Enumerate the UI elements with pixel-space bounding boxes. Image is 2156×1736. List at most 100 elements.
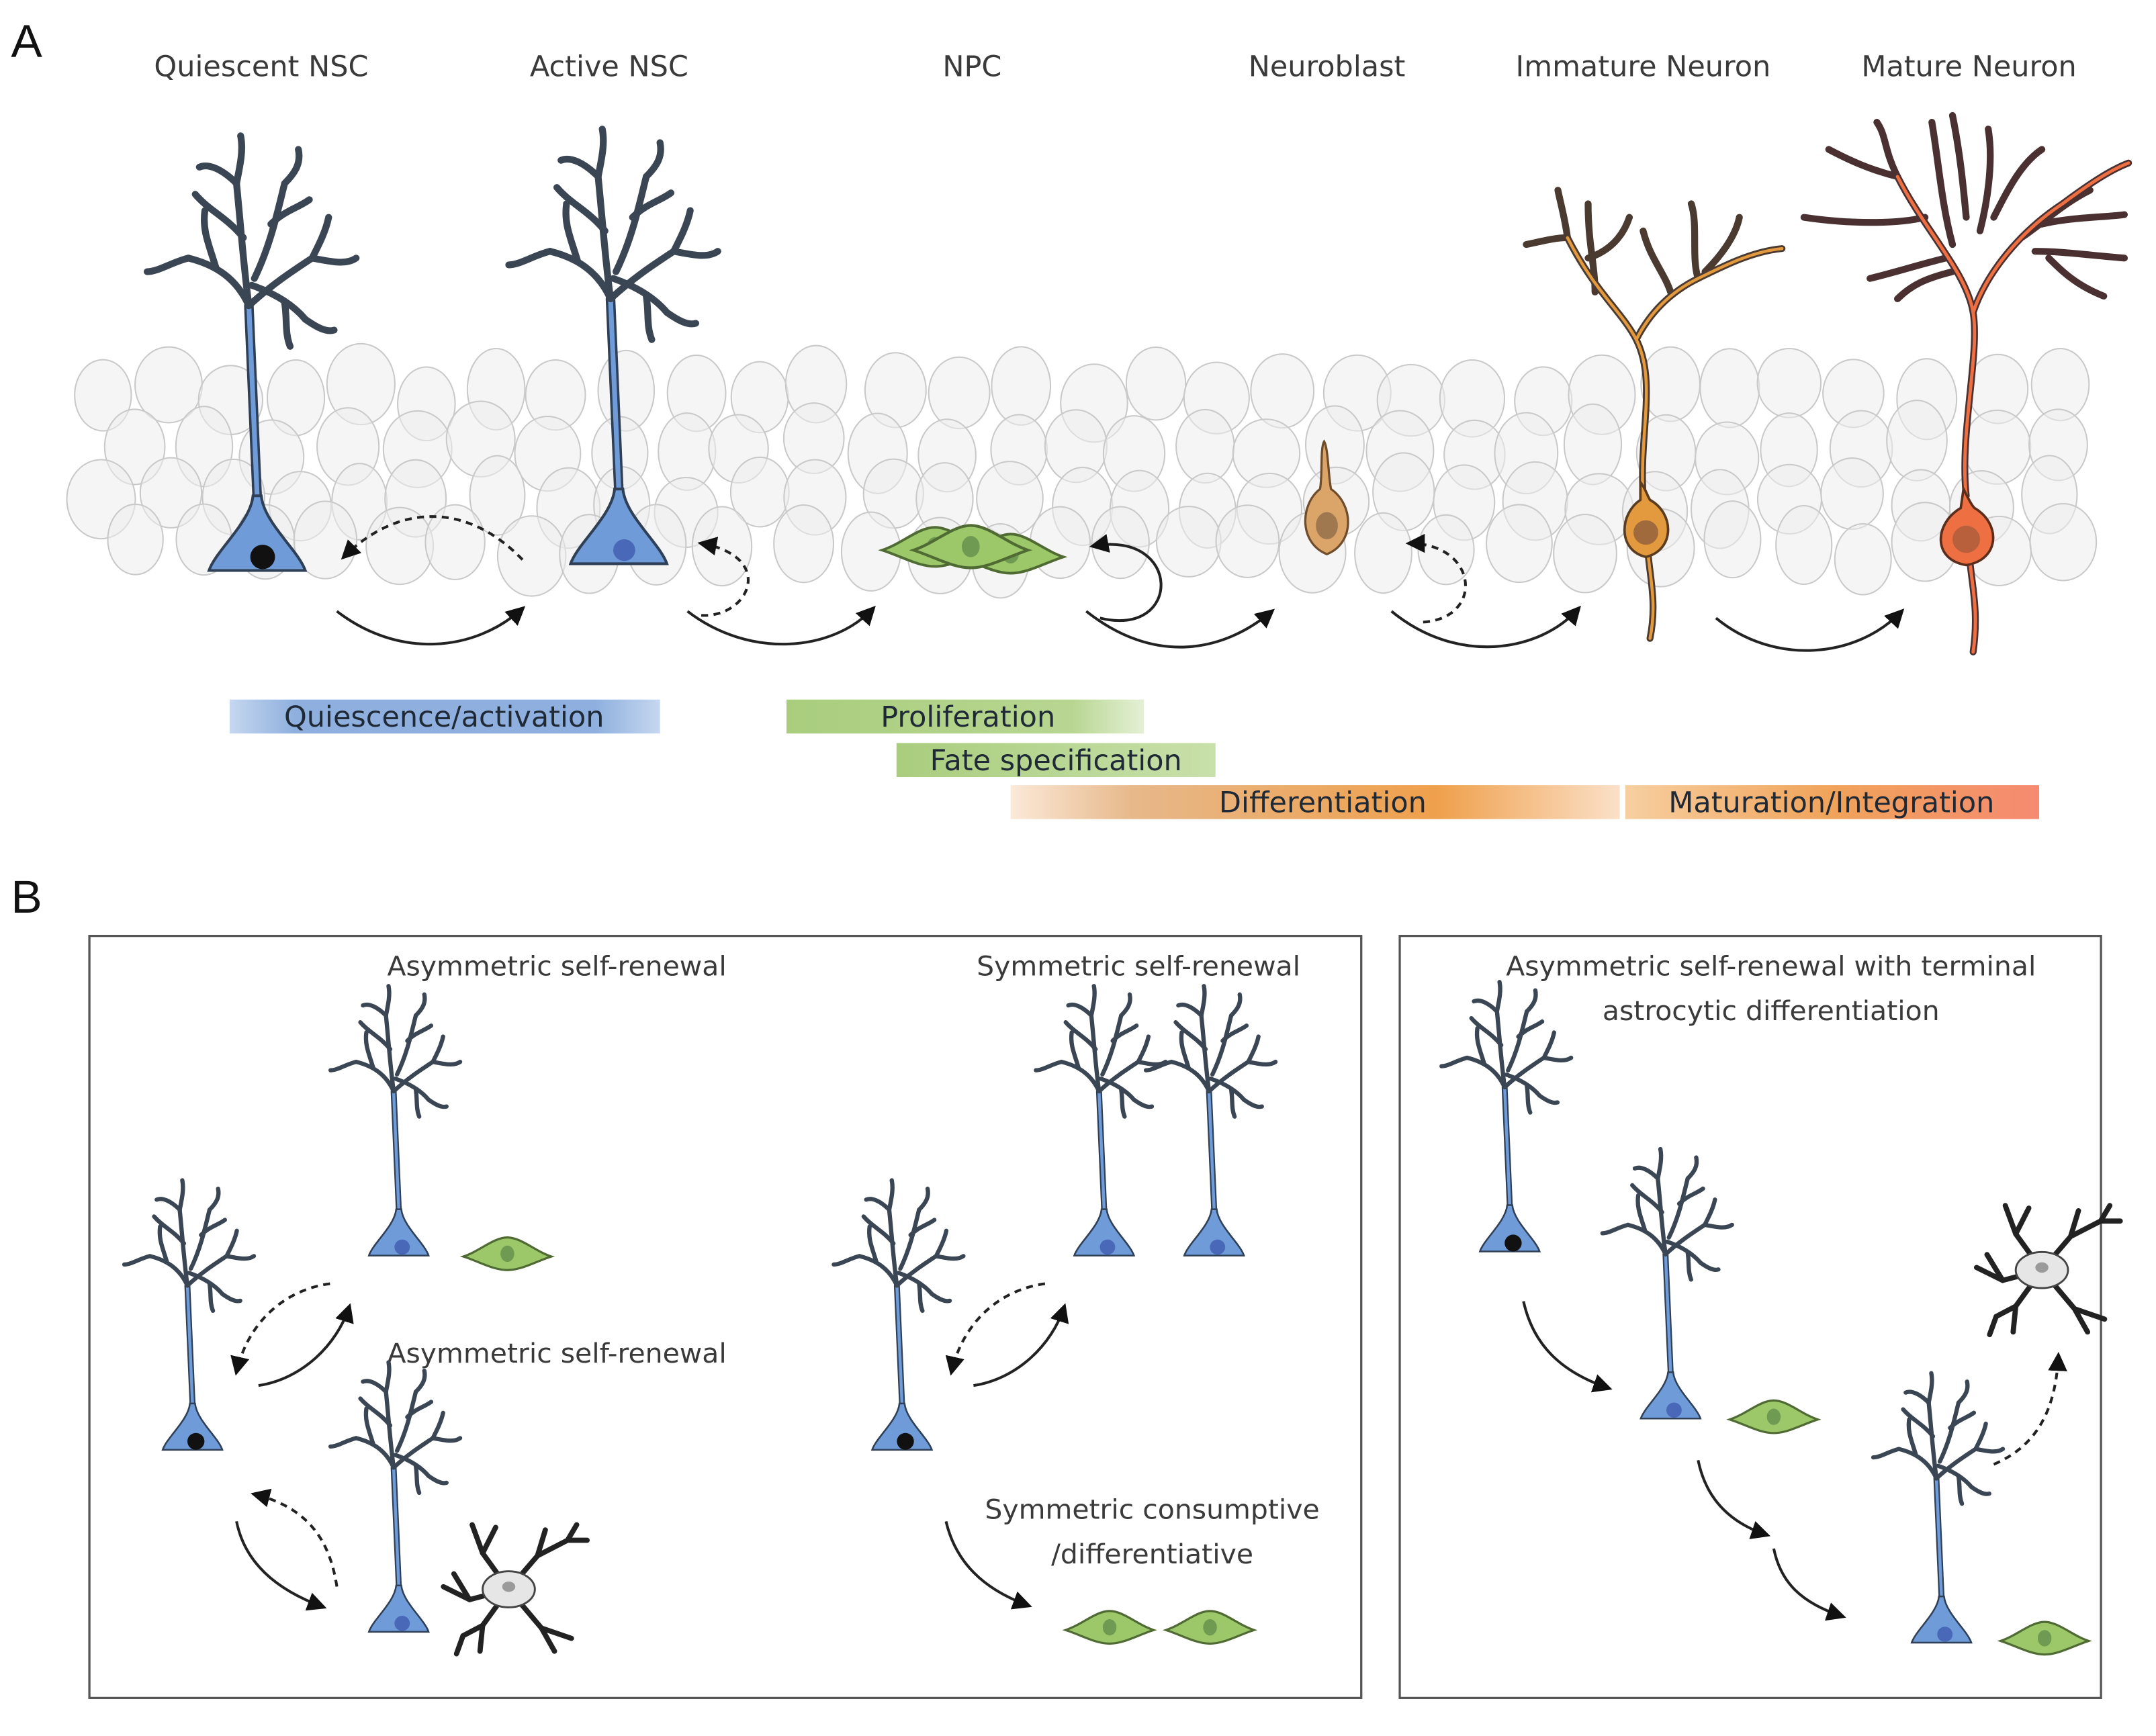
stage-label-quiescent-nsc: Quiescent NSC: [154, 50, 368, 84]
bar-label: Maturation/Integration: [1668, 786, 1994, 820]
layer-cell: [1886, 400, 1948, 482]
layer-cell: [1091, 506, 1150, 580]
arrow-activation: [336, 606, 526, 646]
layer-cell: [469, 455, 526, 536]
arrow-npc-proliferation: [1089, 534, 1163, 623]
title-symmetric-consumptive: Symmetric consumptive: [985, 1494, 1319, 1526]
astro-daughter-npc-2: [2000, 1620, 2090, 1656]
layer-cell: [928, 356, 991, 430]
asym-daughter-nsc-bottom: [330, 1363, 460, 1632]
active-nsc-cell: [508, 129, 717, 563]
arrow-neuroblast-dashed: [1405, 533, 1467, 624]
arrow-to-mature: [1715, 608, 1905, 652]
layer-cell: [107, 503, 164, 576]
arrow-to-neuroblast: [1085, 608, 1275, 649]
asym-parent-nsc: [124, 1181, 254, 1450]
layer-cell: [365, 506, 435, 586]
layer-cell: [991, 346, 1052, 426]
layer-cell: [1834, 522, 1892, 596]
layer-cell: [1775, 505, 1833, 585]
arrow-astro-1: [1522, 1301, 1613, 1393]
layer-cell: [1756, 348, 1822, 418]
sym-daughter-nsc-1: [1036, 986, 1165, 1255]
stage-label-neuroblast: Neuroblast: [1249, 50, 1406, 84]
astro-parent-nsc: [1441, 982, 1571, 1251]
layer-cell: [1640, 346, 1701, 422]
bar-label: Differentiation: [1219, 786, 1427, 820]
consumptive-npc-1: [1064, 1610, 1155, 1645]
arrow-b1-bottom: [235, 1521, 327, 1611]
immature-neuron-cell: [1523, 187, 1786, 642]
layer-cell: [976, 461, 1044, 537]
sym-parent-nsc: [834, 1181, 963, 1450]
arrow-to-npc: [686, 606, 876, 646]
arrow-b1-dashed-bottom: [251, 1488, 339, 1587]
arrow-sym-dashed: [945, 1282, 1046, 1376]
panel-a-label: A: [11, 15, 42, 67]
panel-b-label: B: [11, 871, 42, 923]
arrow-to-immature: [1390, 605, 1581, 649]
bar-label: Quiescence/activation: [284, 700, 604, 734]
stage-label-active-nsc: Active NSC: [530, 50, 688, 84]
layer-cell: [1703, 500, 1762, 579]
process-bars: Quiescence/activation Proliferation Fate…: [229, 699, 2039, 820]
layer-cell: [496, 515, 567, 597]
arrow-consumptive: [944, 1520, 1032, 1610]
layer-cell: [1155, 506, 1222, 578]
panel-a-arrows: [336, 515, 1905, 652]
asym-daughter-npc: [462, 1236, 553, 1271]
title-differentiative: /differentiative: [1051, 1538, 1253, 1570]
astro-daughter-nsc-2: [1873, 1373, 2003, 1643]
arrow-astro-dashed: [1993, 1351, 2067, 1466]
layer-cell: [1354, 512, 1412, 594]
layer-cell: [1553, 513, 1617, 594]
layer-cell: [1417, 514, 1475, 586]
arrow-astro-3: [1772, 1548, 1846, 1621]
bar-label: Proliferation: [881, 700, 1055, 734]
title-symmetric-self-renewal: Symmetric self-renewal: [977, 950, 1300, 983]
layer-cell: [139, 457, 203, 529]
title-astrocytic-line1: Asymmetric self-renewal with terminal: [1506, 950, 2036, 983]
arrow-sym: [973, 1303, 1069, 1387]
layer-cell: [1250, 353, 1315, 429]
stage-label-mature-neuron: Mature Neuron: [1861, 50, 2076, 84]
bar-label: Fate specification: [930, 744, 1182, 778]
arrow-b1-top: [258, 1303, 354, 1387]
layer-cell: [1563, 403, 1623, 486]
layer-cell: [1820, 457, 1884, 531]
layer-cell: [1175, 408, 1235, 484]
title-asymmetric-self-renewal-top: Asymmetric self-renewal: [387, 950, 726, 983]
asym-daughter-astrocyte: [443, 1524, 587, 1653]
arrow-astro-2: [1697, 1459, 1771, 1539]
bar-maturation-integration: Maturation/Integration: [1625, 785, 2039, 820]
layer-cell: [1699, 348, 1760, 428]
layer-cell: [1215, 504, 1280, 578]
arrow-reactivation-dashed: [341, 515, 524, 561]
panel-b-box-division-modes: [88, 935, 1363, 1699]
bar-differentiation: Differentiation: [1010, 785, 1620, 820]
astro-daughter-npc-1: [1728, 1399, 1820, 1434]
title-astrocytic-line2: astrocytic differentiation: [1603, 995, 1940, 1027]
layer-cell: [74, 359, 132, 432]
layer-cell: [691, 506, 753, 587]
asym-daughter-nsc-top: [330, 986, 460, 1255]
title-asymmetric-self-renewal-bottom: Asymmetric self-renewal: [387, 1337, 726, 1369]
stage-label-npc: NPC: [942, 50, 1001, 84]
granule-cell-layer: [66, 342, 2098, 599]
bar-quiescence-activation: Quiescence/activation: [229, 699, 660, 734]
layer-cell: [773, 504, 835, 584]
bar-fate-specification: Fate specification: [896, 743, 1216, 778]
neuroblast-cell: [1304, 439, 1349, 556]
astro-daughter-nsc-1: [1603, 1149, 1732, 1418]
terminal-astrocyte: [1977, 1205, 2120, 1334]
arrow-b1-dashed-top: [230, 1282, 330, 1376]
sym-daughter-nsc-2: [1146, 986, 1275, 1255]
stage-label-immature-neuron: Immature Neuron: [1516, 50, 1771, 84]
arrow-self-renewal-dashed: [697, 537, 750, 617]
consumptive-npc-2: [1165, 1610, 1255, 1645]
layer-cell: [2029, 503, 2098, 582]
quiescent-nsc-cell: [147, 136, 356, 570]
bar-proliferation: Proliferation: [786, 699, 1144, 734]
layer-cell: [1125, 346, 1187, 421]
